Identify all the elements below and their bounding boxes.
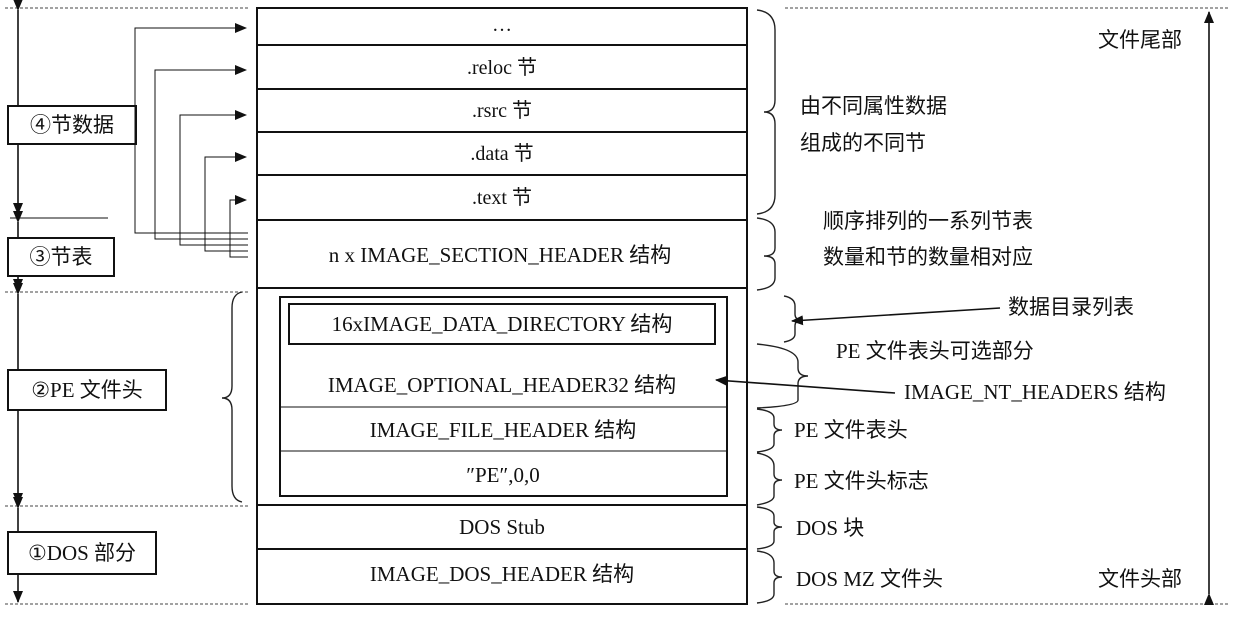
block-data xyxy=(256,131,748,176)
block-dos-stub-text: DOS Stub xyxy=(459,515,545,539)
right-labels: 文件尾部 由不同属性数据 组成的不同节 顺序排列的一系列节表 数量和节的数量相对… xyxy=(794,28,1182,591)
label-data-dir-list: 数据目录列表 xyxy=(1008,295,1134,319)
block-section-header-text: n x IMAGE_SECTION_HEADER 结构 xyxy=(329,243,671,267)
label-dos-block: DOS 块 xyxy=(796,516,864,540)
label-pe-signature-desc: PE 文件头标志 xyxy=(794,469,929,493)
block-rsrc-text: .rsrc 节 xyxy=(472,99,532,122)
block-file-header-text: IMAGE_FILE_HEADER 结构 xyxy=(370,418,637,442)
label-box-section-table xyxy=(7,237,115,277)
label-section-data: ④节数据 xyxy=(30,113,114,137)
label-nt-headers: IMAGE_NT_HEADERS 结构 xyxy=(904,380,1166,404)
block-text xyxy=(256,174,748,221)
block-rsrc xyxy=(256,88,748,133)
label-box-section-data xyxy=(7,105,137,145)
block-dos-stub xyxy=(256,504,748,550)
left-labels: ④节数据 ③节表 ②PE 文件头 ①DOS 部分 xyxy=(7,105,167,575)
label-file-tail: 文件尾部 xyxy=(1098,28,1182,52)
block-text-text: .text 节 xyxy=(472,186,532,209)
label-table-desc-1: 顺序排列的一系列节表 xyxy=(823,209,1033,233)
label-box-pe-header xyxy=(7,369,167,411)
block-section-header xyxy=(256,219,748,289)
label-box-dos-part xyxy=(7,531,157,575)
block-reloc-text: .reloc 节 xyxy=(467,56,537,79)
block-dos-header-text: IMAGE_DOS_HEADER 结构 xyxy=(370,562,634,586)
label-section-table: ③节表 xyxy=(30,245,93,269)
label-sections-desc-1: 由不同属性数据 xyxy=(800,94,947,118)
section-pointer-arrows xyxy=(134,23,248,258)
block-reloc xyxy=(256,44,748,90)
label-dos-part: ①DOS 部分 xyxy=(28,541,136,565)
block-ellipsis xyxy=(256,7,748,46)
block-pe-signature-text: ″PE″,0,0 xyxy=(466,463,540,487)
grouping-braces xyxy=(221,9,809,604)
block-data-directory-text: 16xIMAGE_DATA_DIRECTORY 结构 xyxy=(332,312,673,336)
label-pe-header: ②PE 文件头 xyxy=(31,378,143,402)
block-data-directory xyxy=(288,303,716,345)
label-dos-mz: DOS MZ 文件头 xyxy=(796,567,943,591)
label-file-head: 文件头部 xyxy=(1098,567,1182,591)
block-ellipsis-text: … xyxy=(492,14,512,36)
region-separators xyxy=(5,7,1228,605)
block-dos-header xyxy=(256,548,748,605)
label-pe-file-header: PE 文件表头 xyxy=(794,418,908,442)
block-data-text: .data 节 xyxy=(470,142,533,165)
label-table-desc-2: 数量和节的数量相对应 xyxy=(823,245,1033,269)
annotation-arrows xyxy=(715,11,1214,605)
structure-stack: … .reloc 节 .rsrc 节 .data 节 .text 节 n x I… xyxy=(256,7,748,605)
label-sections-desc-2: 组成的不同节 xyxy=(800,131,926,155)
block-optional-header-text: IMAGE_OPTIONAL_HEADER32 结构 xyxy=(328,373,676,397)
label-pe-optional: PE 文件表头可选部分 xyxy=(836,339,1034,363)
